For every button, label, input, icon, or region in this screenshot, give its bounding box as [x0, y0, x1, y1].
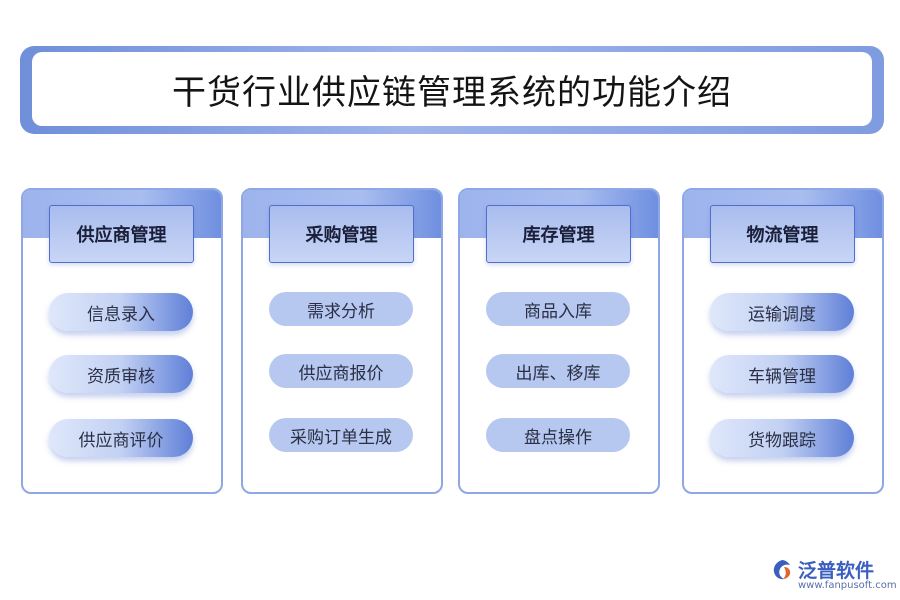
feature-item: 供应商报价 [269, 354, 413, 388]
feature-item: 运输调度 [710, 293, 854, 331]
brand-logo: 泛普软件 www.fanpusoft.com [770, 556, 897, 596]
feature-item: 需求分析 [269, 292, 413, 326]
brand-logo-icon [773, 560, 791, 580]
brand-name: 泛普软件 [798, 560, 875, 582]
column-header: 采购管理 [269, 205, 414, 263]
feature-item: 供应商评价 [49, 419, 193, 457]
feature-item: 采购订单生成 [269, 418, 413, 452]
column-logistics-management: 物流管理 运输调度 车辆管理 货物跟踪 [682, 188, 884, 494]
column-header: 物流管理 [710, 205, 855, 263]
feature-item: 出库、移库 [486, 354, 630, 388]
column-header: 库存管理 [486, 205, 631, 263]
page-title: 干货行业供应链管理系统的功能介绍 [172, 72, 732, 113]
column-header: 供应商管理 [49, 205, 194, 263]
feature-item: 信息录入 [49, 293, 193, 331]
column-inventory-management: 库存管理 商品入库 出库、移库 盘点操作 [458, 188, 660, 494]
feature-item: 资质审核 [49, 355, 193, 393]
title-banner: 干货行业供应链管理系统的功能介绍 [32, 52, 872, 126]
feature-item: 货物跟踪 [710, 419, 854, 457]
column-purchase-management: 采购管理 需求分析 供应商报价 采购订单生成 [241, 188, 443, 494]
feature-item: 车辆管理 [710, 355, 854, 393]
feature-item: 商品入库 [486, 292, 630, 326]
feature-item: 盘点操作 [486, 418, 630, 452]
column-supplier-management: 供应商管理 信息录入 资质审核 供应商评价 [21, 188, 223, 494]
brand-url: www.fanpusoft.com [798, 580, 897, 591]
